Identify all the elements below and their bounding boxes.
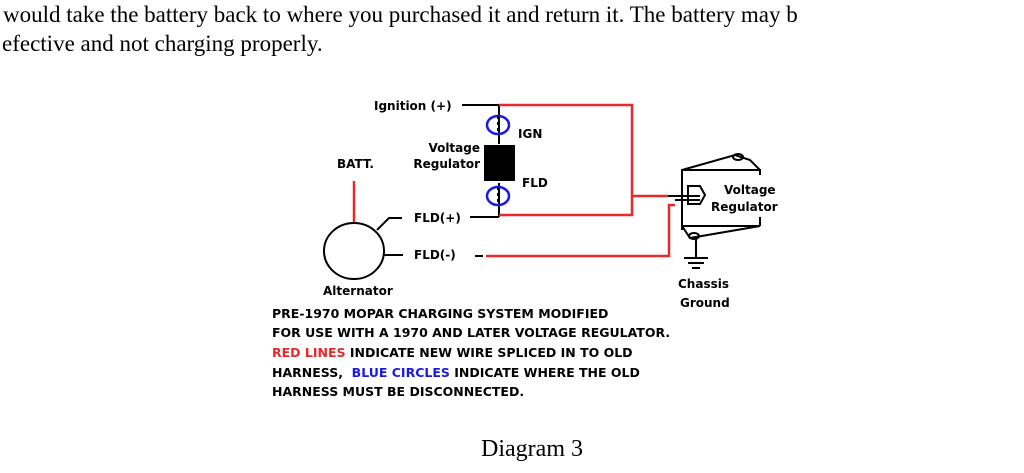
mounting-hole-bottom (688, 232, 700, 240)
paragraph-line: efective and not charging properly. (2, 31, 323, 56)
label-ign: IGN (518, 127, 542, 141)
paragraph: would take the battery back to where you… (0, 0, 1024, 58)
alternator-fld-plus-lead (376, 217, 402, 231)
new-wire-fld-minus (486, 203, 675, 258)
new-wire-ign-to-fld (499, 103, 634, 217)
label-old-regulator-1: Voltage (428, 141, 480, 155)
old-wires (376, 104, 500, 257)
label-new-regulator-2: Regulator (711, 200, 778, 214)
diagram-caption: Diagram 3 (481, 436, 583, 462)
label-fld: FLD (522, 176, 548, 190)
alternator-symbol (323, 222, 385, 280)
note-line-4: HARNESS, BLUE CIRCLES INDICATE WHERE THE… (272, 365, 640, 380)
new-wires (352, 103, 675, 258)
mounting-hole-top (732, 153, 744, 161)
note-line-2: FOR USE WITH A 1970 AND LATER VOLTAGE RE… (272, 325, 670, 340)
label-fld-minus: FLD(-) (414, 248, 456, 262)
old-voltage-regulator (484, 145, 515, 181)
blue-circles-legend: BLUE CIRCLES (352, 365, 450, 380)
label-batt: BATT. (337, 157, 374, 171)
label-alternator: Alternator (323, 284, 393, 298)
label-new-regulator-1: Voltage (724, 183, 776, 197)
note-line-3: RED LINES INDICATE NEW WIRE SPLICED IN T… (272, 345, 633, 360)
label-ground: Ground (680, 296, 730, 310)
new-voltage-regulator (668, 153, 761, 269)
label-old-regulator-2: Regulator (413, 157, 480, 171)
paragraph-line: would take the battery back to where you… (3, 2, 798, 27)
label-fld-plus: FLD(+) (414, 211, 461, 225)
label-chassis: Chassis (678, 277, 729, 291)
note-line-1: PRE-1970 MOPAR CHARGING SYSTEM MODIFIED (272, 306, 608, 321)
note-line-5: HARNESS MUST BE DISCONNECTED. (272, 384, 524, 399)
label-ignition: Ignition (+) (374, 99, 452, 113)
red-lines-legend: RED LINES (272, 345, 346, 360)
